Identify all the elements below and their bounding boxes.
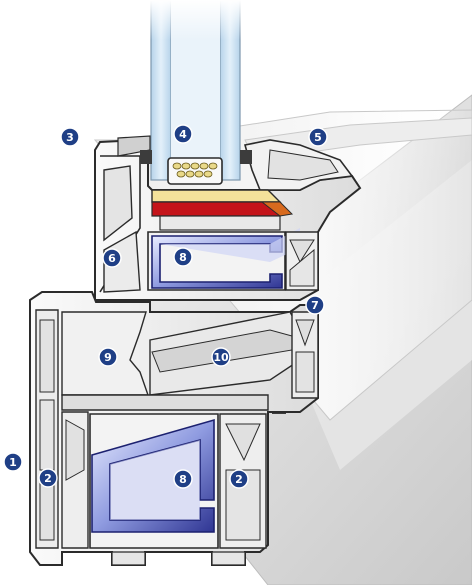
callout-label: 9 bbox=[104, 351, 112, 364]
callout-label: 7 bbox=[311, 299, 319, 312]
callout-marker bbox=[308, 127, 328, 147]
callout-marker bbox=[173, 247, 193, 267]
callout-marker bbox=[98, 347, 118, 367]
callout-2: 2 bbox=[229, 469, 249, 489]
callout-5: 5 bbox=[308, 127, 328, 147]
callout-marker bbox=[38, 468, 58, 488]
callout-3: 3 bbox=[60, 127, 80, 147]
callout-marker bbox=[173, 469, 193, 489]
callout-8: 8 bbox=[173, 247, 193, 267]
callout-4: 4 bbox=[173, 124, 193, 144]
callout-label: 10 bbox=[213, 351, 229, 364]
callout-marker bbox=[229, 469, 249, 489]
callout-7: 7 bbox=[305, 295, 325, 315]
callout-8: 8 bbox=[173, 469, 193, 489]
glass-spacer-block bbox=[151, 157, 294, 231]
callout-10: 10 bbox=[211, 347, 231, 367]
callout-marker bbox=[60, 127, 80, 147]
callout-label: 6 bbox=[108, 252, 116, 265]
callout-marker bbox=[305, 295, 325, 315]
callout-marker bbox=[173, 124, 193, 144]
callout-label: 8 bbox=[179, 473, 187, 486]
callout-2: 2 bbox=[38, 468, 58, 488]
callout-label: 1 bbox=[9, 456, 17, 469]
callout-6: 6 bbox=[102, 248, 122, 268]
callout-label: 3 bbox=[66, 131, 74, 144]
callout-label: 5 bbox=[314, 131, 322, 144]
callout-marker bbox=[3, 452, 23, 472]
callout-1: 1 bbox=[3, 452, 23, 472]
callout-label: 4 bbox=[179, 128, 187, 141]
callout-label: 8 bbox=[179, 251, 187, 264]
callout-marker bbox=[102, 248, 122, 268]
callout-label: 2 bbox=[235, 473, 243, 486]
callout-marker bbox=[211, 347, 231, 367]
callout-label: 2 bbox=[44, 472, 52, 485]
callout-9: 9 bbox=[98, 347, 118, 367]
callout-layer: 1 2 2 3 4 5 6 7 8 8 9 10 bbox=[3, 124, 328, 489]
